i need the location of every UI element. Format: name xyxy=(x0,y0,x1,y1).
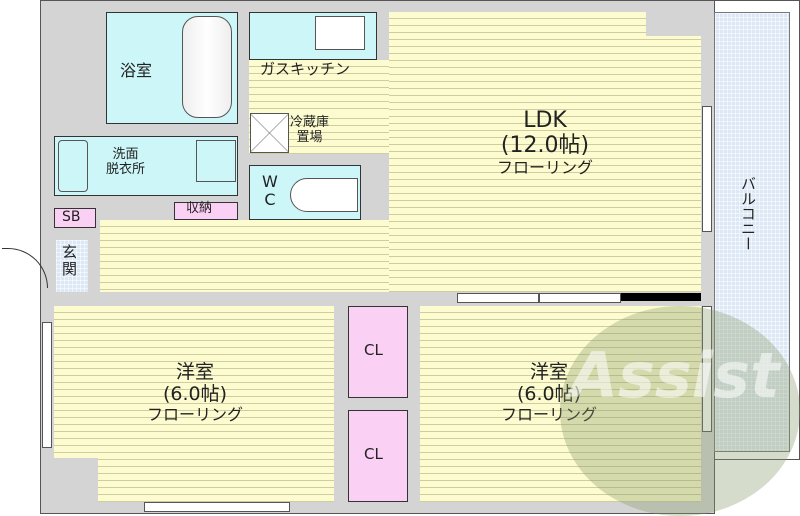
entrance xyxy=(56,240,88,292)
ldk-corner xyxy=(646,12,701,36)
wc-label-line2: C xyxy=(264,190,276,210)
hallway xyxy=(100,220,390,292)
washing-machine-icon xyxy=(196,140,236,182)
western-room-right xyxy=(420,306,701,502)
kitchen-floor xyxy=(249,60,389,112)
bathtub-icon xyxy=(182,16,232,118)
western-right-label: 洋室 (6.0帖) フローリング xyxy=(464,361,634,424)
ldk-label: LDK (12.0帖) フローリング xyxy=(460,108,630,177)
closet-top xyxy=(348,306,408,398)
sink-icon xyxy=(315,16,365,50)
western-left-floor: フローリング xyxy=(146,404,243,424)
ldk-room xyxy=(389,12,701,292)
closet-top-label: CL xyxy=(364,341,383,359)
wc-label: W C xyxy=(262,172,278,210)
wc-label-line1: W xyxy=(262,172,278,191)
ldk-name: LDK xyxy=(523,108,567,133)
closet-bottom-label: CL xyxy=(364,445,383,463)
washroom-label: 洗面 脱衣所 xyxy=(106,147,146,178)
entrance-label-line1: 玄 xyxy=(62,243,78,261)
kitchen-label: ガスキッチン xyxy=(260,60,351,78)
toilet-icon xyxy=(290,178,358,212)
washroom xyxy=(54,136,238,196)
storage-closet xyxy=(174,202,238,220)
fridge-space-icon xyxy=(250,113,289,153)
western-right-floor: フローリング xyxy=(500,404,597,424)
sliding-door-2[interactable] xyxy=(539,293,621,303)
watermark-text: Assist xyxy=(570,339,780,412)
right-room-window xyxy=(702,306,712,432)
sliding-door-1[interactable] xyxy=(457,293,539,303)
fixed-panel xyxy=(621,293,701,301)
ldk-floor: フローリング xyxy=(496,157,593,177)
western-left-name: 洋室 xyxy=(175,361,214,383)
western-left-size: (6.0帖) xyxy=(162,382,228,405)
left-room-pillar xyxy=(54,458,98,502)
entrance-label-line2: 関 xyxy=(62,260,78,279)
left-window xyxy=(42,322,52,448)
entrance-label: 玄 関 xyxy=(62,243,78,279)
western-right-size: (6.0帖) xyxy=(516,382,582,405)
ldk-size: (12.0帖) xyxy=(500,133,590,159)
fridge-label-line2: 置場 xyxy=(296,129,323,145)
fridge-label: 冷蔵庫 置場 xyxy=(290,115,330,146)
closet-bottom xyxy=(348,410,408,502)
western-room-left xyxy=(54,306,334,502)
balcony xyxy=(714,12,790,452)
ldk-window xyxy=(702,106,712,232)
washbasin-icon xyxy=(58,140,88,192)
washroom-label-line2: 脱衣所 xyxy=(106,161,146,177)
bath-label: 浴室 xyxy=(120,61,153,80)
balcony-label: バルコニー xyxy=(739,176,757,251)
watermark-circle xyxy=(560,306,800,516)
bottom-window xyxy=(144,502,290,512)
western-right-name: 洋室 xyxy=(529,361,568,383)
shoebox-label: SB xyxy=(62,209,81,225)
shoebox xyxy=(54,208,96,228)
fridge-label-line1: 冷蔵庫 xyxy=(290,115,330,130)
storage-label: 収納 xyxy=(186,201,213,216)
western-left-label: 洋室 (6.0帖) フローリング xyxy=(110,361,280,424)
washroom-label-line1: 洗面 xyxy=(112,147,139,162)
